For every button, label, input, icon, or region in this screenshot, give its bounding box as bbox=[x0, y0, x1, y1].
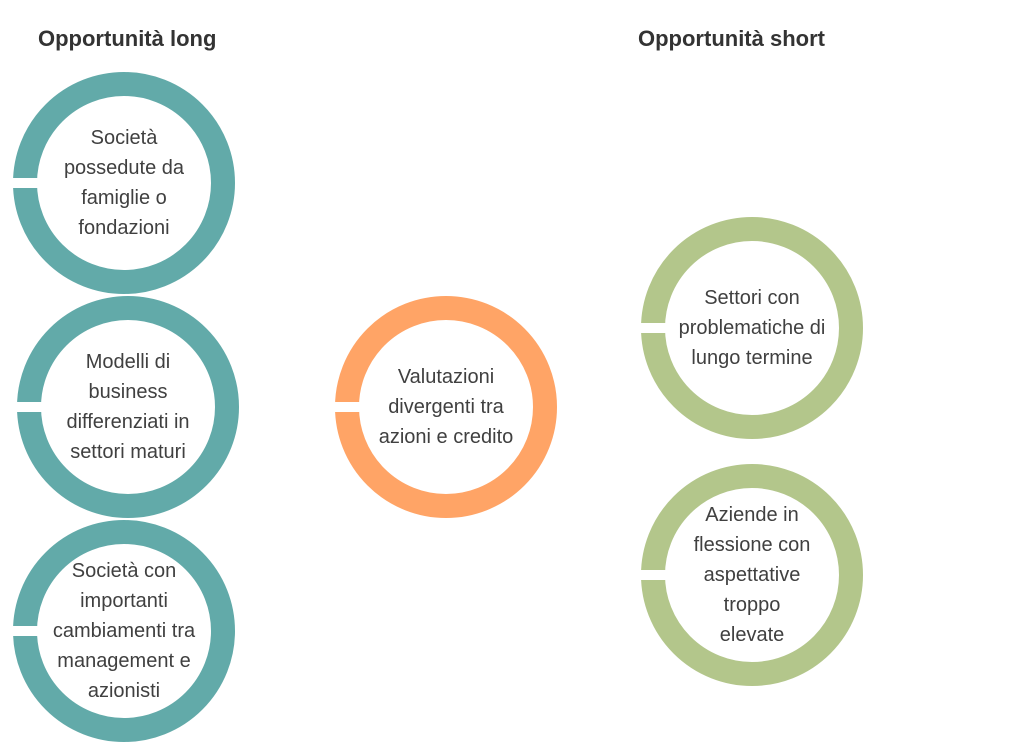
ring-center-gap bbox=[334, 402, 374, 412]
long-circle-differentiated-models: Modelli di business differenziati in set… bbox=[16, 295, 240, 519]
short-circle-long-term-problems: Settori con problematiche di lungo termi… bbox=[640, 216, 864, 440]
ring-long-3 bbox=[12, 520, 235, 742]
heading-short: Opportunità short bbox=[638, 26, 825, 51]
long-circle-2-label: Modelli di business differenziati in set… bbox=[66, 351, 190, 463]
ring-long-1-gap bbox=[12, 178, 52, 188]
ring-short-1-gap bbox=[640, 323, 680, 333]
center-circle-label: Valutazioni divergenti tra azioni e cred… bbox=[378, 366, 514, 448]
ring-center bbox=[334, 296, 557, 518]
ring-long-1 bbox=[12, 72, 235, 294]
short-circle-2-label: Aziende in flessione con aspettative tro… bbox=[693, 504, 811, 646]
ring-short-2 bbox=[640, 464, 863, 686]
long-circle-1-label: Società possedute da famiglie o fondazio… bbox=[63, 127, 185, 239]
short-circle-declining-companies: Aziende in flessione con aspettative tro… bbox=[640, 463, 864, 687]
long-circle-family-owned: Società possedute da famiglie o fondazio… bbox=[12, 71, 236, 295]
center-circle-divergent-valuations: Valutazioni divergenti tra azioni e cred… bbox=[334, 295, 558, 519]
long-circle-management-changes: Società con importanti cambiamenti tra m… bbox=[12, 519, 236, 743]
ring-long-2-gap bbox=[16, 402, 56, 412]
long-circle-3-label: Società con importanti cambiamenti tra m… bbox=[52, 560, 196, 702]
ring-short-1 bbox=[640, 217, 863, 439]
ring-long-2 bbox=[16, 296, 239, 518]
heading-long: Opportunità long bbox=[38, 26, 217, 51]
ring-short-2-gap bbox=[640, 570, 680, 580]
ring-long-3-gap bbox=[12, 626, 52, 636]
short-circle-1-label: Settori con problematiche di lungo termi… bbox=[678, 287, 826, 369]
